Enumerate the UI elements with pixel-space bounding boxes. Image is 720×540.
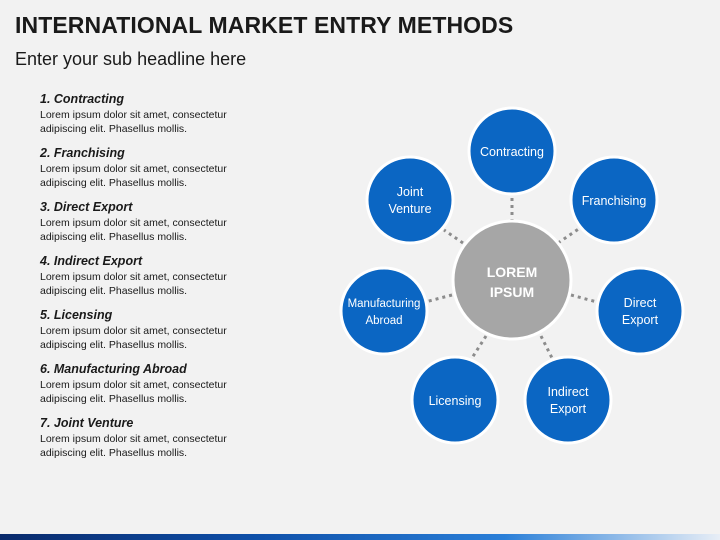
- connector-indirect-export: [539, 335, 554, 359]
- method-heading: 1. Contracting: [40, 92, 125, 106]
- node-indirect-export-circle: [523, 355, 613, 445]
- method-item-direct-export: 3. Direct Export Lorem ipsum dolor sit a…: [40, 200, 270, 254]
- method-description-line: adipiscing elit. Phasellus mollis.: [40, 339, 188, 351]
- method-item-licensing: 5. Licensing Lorem ipsum dolor sit amet,…: [40, 308, 270, 362]
- center-hub-label: IPSUM: [490, 284, 534, 300]
- node-label: Venture: [388, 202, 431, 216]
- method-heading: 6. Manufacturing Abroad: [40, 362, 187, 376]
- node-direct-export-circle: [595, 266, 685, 356]
- node-contracting-circle: [467, 106, 557, 196]
- footer-accent-bar: [0, 534, 720, 540]
- method-item-contracting: 1. Contracting Lorem ipsum dolor sit ame…: [40, 92, 270, 146]
- method-list: 1. Contracting Lorem ipsum dolor sit ame…: [40, 92, 270, 470]
- connector-manufacturing-abroad: [424, 293, 453, 304]
- method-description-line: adipiscing elit. Phasellus mollis.: [40, 231, 188, 243]
- node-label: Licensing: [429, 394, 482, 408]
- method-description-line: Lorem ipsum dolor sit amet, consectetur: [40, 433, 227, 445]
- node-label: Manufacturing: [348, 298, 421, 310]
- node-joint-venture: Joint Venture: [365, 155, 455, 245]
- method-heading: 2. Franchising: [40, 146, 125, 160]
- node-manufacturing-abroad-circle: [339, 266, 429, 356]
- method-description-line: adipiscing elit. Phasellus mollis.: [40, 447, 188, 459]
- node-franchising: Franchising: [569, 155, 659, 245]
- method-heading: 7. Joint Venture: [40, 416, 134, 430]
- node-indirect-export: Indirect Export: [523, 355, 613, 445]
- method-description-line: Lorem ipsum dolor sit amet, consectetur: [40, 271, 227, 283]
- center-hub: LOREM IPSUM: [451, 219, 573, 341]
- node-licensing: Licensing: [410, 355, 500, 445]
- method-description-line: Lorem ipsum dolor sit amet, consectetur: [40, 379, 227, 391]
- method-item-franchising: 2. Franchising Lorem ipsum dolor sit ame…: [40, 146, 270, 200]
- node-direct-export: Direct Export: [595, 266, 685, 356]
- connector-direct-export: [570, 293, 598, 304]
- center-hub-label: LOREM: [487, 264, 538, 280]
- method-description-line: adipiscing elit. Phasellus mollis.: [40, 393, 188, 405]
- node-manufacturing-abroad: Manufacturing Abroad: [339, 266, 429, 356]
- method-item-indirect-export: 4. Indirect Export Lorem ipsum dolor sit…: [40, 254, 270, 308]
- method-item-joint-venture: 7. Joint Venture Lorem ipsum dolor sit a…: [40, 416, 270, 470]
- center-hub-circle: [451, 219, 573, 341]
- node-label: Direct: [624, 296, 657, 310]
- slide-subtitle: Enter your sub headline here: [15, 49, 247, 69]
- node-label: Abroad: [365, 315, 402, 327]
- node-label: Contracting: [480, 145, 544, 159]
- connector-franchising: [557, 226, 581, 245]
- method-heading: 3. Direct Export: [40, 200, 133, 214]
- connector-joint-venture: [443, 228, 464, 245]
- connector-licensing: [470, 335, 488, 359]
- method-heading: 4. Indirect Export: [40, 254, 143, 268]
- slide-title: INTERNATIONAL MARKET ENTRY METHODS: [15, 12, 514, 38]
- node-label: Export: [622, 313, 659, 327]
- node-joint-venture-circle: [365, 155, 455, 245]
- connectors: [424, 196, 598, 359]
- node-label: Franchising: [582, 194, 647, 208]
- node-label: Export: [550, 402, 587, 416]
- node-licensing-circle: [410, 355, 500, 445]
- method-description-line: Lorem ipsum dolor sit amet, consectetur: [40, 217, 227, 229]
- method-description-line: adipiscing elit. Phasellus mollis.: [40, 177, 188, 189]
- node-contracting: Contracting: [467, 106, 557, 196]
- method-description-line: adipiscing elit. Phasellus mollis.: [40, 285, 188, 297]
- method-description-line: Lorem ipsum dolor sit amet, consectetur: [40, 109, 227, 121]
- method-heading: 5. Licensing: [40, 308, 113, 322]
- method-item-manufacturing-abroad: 6. Manufacturing Abroad Lorem ipsum dolo…: [40, 362, 270, 416]
- method-description-line: adipiscing elit. Phasellus mollis.: [40, 123, 188, 135]
- node-franchising-circle: [569, 155, 659, 245]
- method-description-line: Lorem ipsum dolor sit amet, consectetur: [40, 325, 227, 337]
- node-label: Joint: [397, 185, 424, 199]
- method-description-line: Lorem ipsum dolor sit amet, consectetur: [40, 163, 227, 175]
- node-label: Indirect: [548, 385, 590, 399]
